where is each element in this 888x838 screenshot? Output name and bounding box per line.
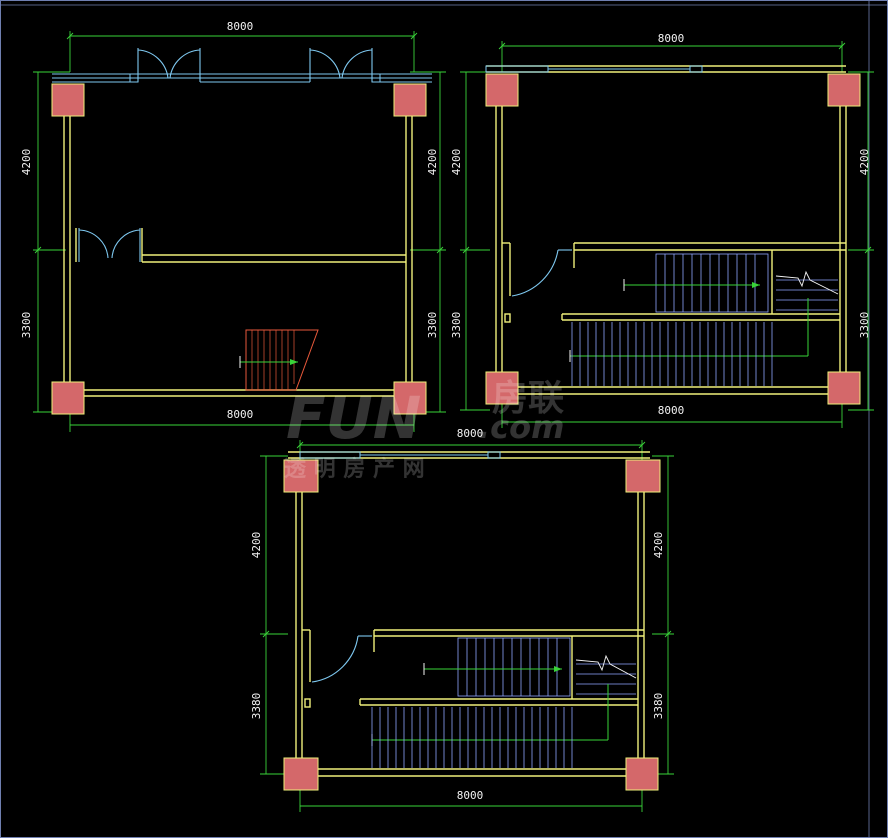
columns	[283, 459, 661, 791]
window-strip	[299, 451, 501, 459]
stair-upper-flight	[423, 637, 571, 697]
dim-bottom-8000: 8000	[457, 789, 484, 802]
watermark-logo: FUN	[286, 384, 421, 452]
front-wall-windows	[52, 48, 432, 83]
dim-top-8000: 8000	[457, 427, 484, 440]
stair-upper-flight	[623, 253, 769, 313]
stair-lower-flight	[571, 322, 773, 386]
dim-left-3380: 3380	[250, 693, 263, 720]
dimension-lines	[260, 440, 674, 812]
plan-bottom: 8000 8000 4200 3380 4200 3380	[250, 427, 674, 812]
window-strip	[485, 65, 703, 73]
dim-bottom-8000: 8000	[658, 404, 685, 417]
dim-left-4200: 4200	[20, 149, 33, 176]
door-swing	[311, 635, 372, 683]
columns	[51, 83, 427, 415]
dim-left-4200: 4200	[450, 149, 463, 176]
walls	[63, 98, 413, 397]
walls	[486, 65, 847, 395]
interior-double-door	[78, 228, 141, 262]
stair-landing	[371, 654, 637, 746]
dimension-lines	[33, 31, 446, 432]
dim-right-3300: 3300	[858, 312, 871, 339]
plan-top-right: 8000 8000 4200 3300 4200 3300	[450, 32, 874, 428]
dim-left-4200: 4200	[250, 532, 263, 559]
dim-left-3300: 3300	[450, 312, 463, 339]
dim-left-3300: 3300	[20, 312, 33, 339]
stair-landing	[569, 270, 839, 362]
stair-lower-flight	[371, 707, 573, 768]
dimension-lines	[460, 41, 874, 428]
dim-right-4200: 4200	[858, 149, 871, 176]
stair-red	[239, 329, 319, 391]
walls	[288, 451, 650, 777]
dim-right-4200: 4200	[426, 149, 439, 176]
watermark: FUN 房联 .com 透 明 房 产 网	[284, 378, 564, 482]
dim-right-3300: 3300	[426, 312, 439, 339]
dim-top-8000: 8000	[227, 20, 254, 33]
door-swing	[511, 249, 572, 297]
watermark-slogan: 透 明 房 产 网	[284, 456, 425, 482]
watermark-domain: .com	[478, 408, 564, 446]
watermark-brand-cn: 房联	[492, 378, 564, 419]
dim-right-3380: 3380	[652, 693, 665, 720]
dim-top-8000: 8000	[658, 32, 685, 45]
dim-bottom-8000: 8000	[227, 408, 254, 421]
columns	[485, 73, 861, 405]
dim-right-4200: 4200	[652, 532, 665, 559]
plan-top-left: 8000 8000 4200 3300 4200 3300	[20, 20, 446, 432]
